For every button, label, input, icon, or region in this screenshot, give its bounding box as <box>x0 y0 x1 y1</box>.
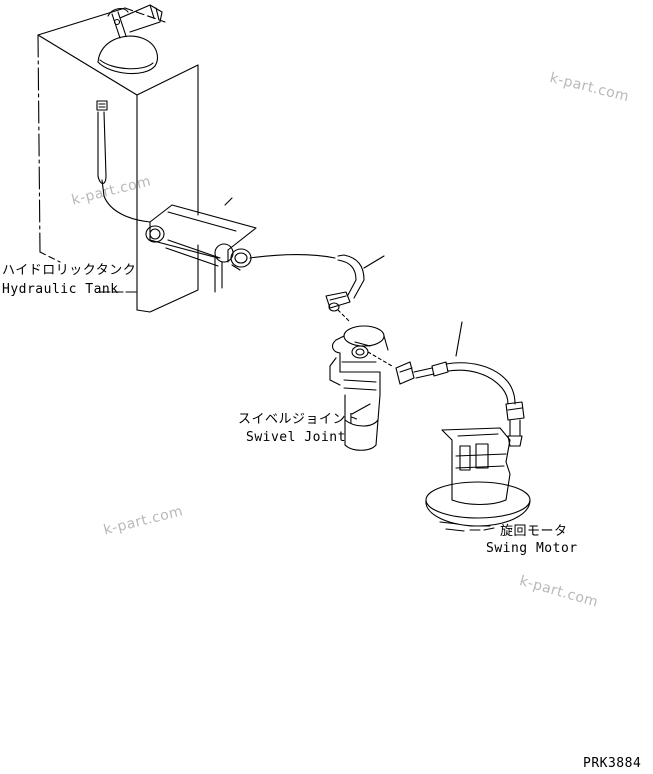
swivel-joint-label: Swivel Joint <box>246 430 346 445</box>
swivel-joint-label-jp: スイベルジョイント <box>238 412 360 427</box>
figure-code: PRK3884 <box>583 756 642 771</box>
hose-tank-to-swivel <box>249 254 385 323</box>
tank-inner-hose <box>96 100 151 223</box>
hose-clamp-bracket <box>145 197 257 293</box>
hose-swivel-to-motor <box>395 321 525 447</box>
swing-motor-label: Swing Motor <box>486 541 578 556</box>
swivel-joint <box>329 325 393 451</box>
hydraulic-tank-label-jp: ハイドロリックタンク <box>2 263 137 278</box>
label-leader-lines <box>99 291 491 527</box>
tank-filler-cap <box>97 4 163 75</box>
hydraulic-tank <box>37 7 199 313</box>
hydraulic-tank-label: Hydraulic Tank <box>2 282 119 297</box>
swing-motor-label-jp: 旋回モータ <box>500 524 568 539</box>
swing-motor <box>425 427 531 532</box>
